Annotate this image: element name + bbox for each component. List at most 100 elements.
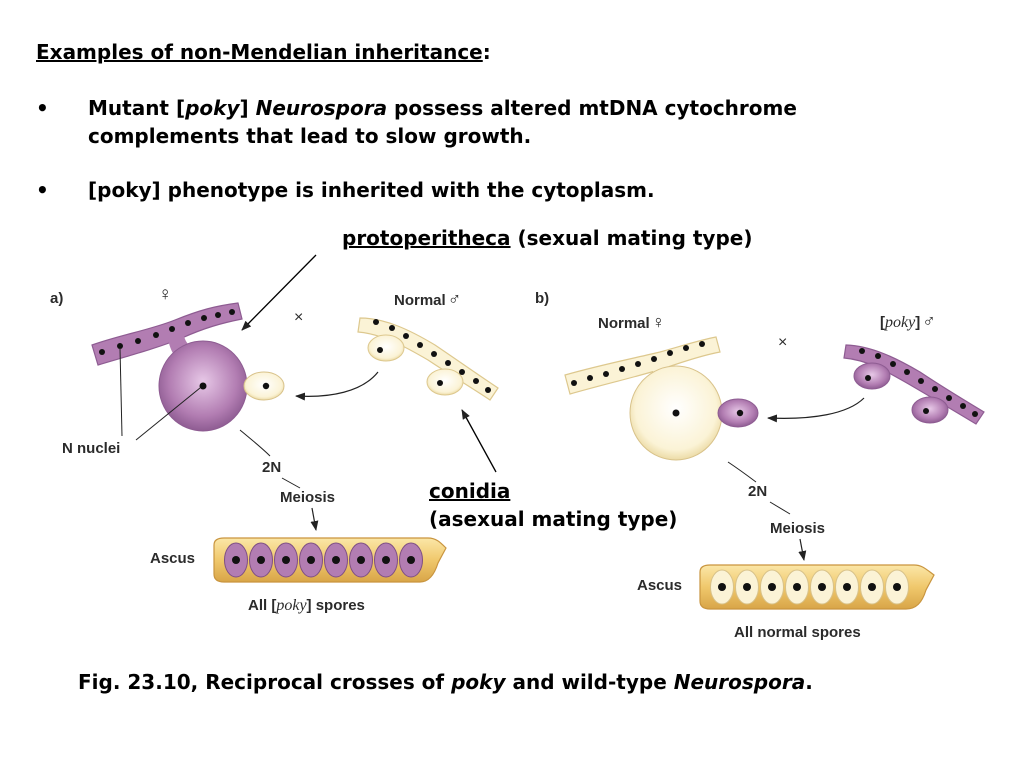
bullet-1-part: possess altered mtDNA cytochrome complem… (88, 96, 797, 148)
nucleus (417, 342, 423, 348)
nucleus (445, 360, 451, 366)
ploidy-label: 2N (262, 459, 281, 476)
protoperitheca-arrow (241, 254, 317, 331)
nucleus (373, 319, 379, 325)
conidia-callout: conidia (asexual mating type) (429, 477, 677, 533)
flow-line (281, 477, 301, 489)
poky-spores (224, 542, 423, 578)
nucleus (473, 378, 479, 384)
nucleus (865, 375, 871, 381)
male-poky-label: [poky]♂ (880, 311, 936, 331)
conidia-arrow (461, 409, 497, 473)
nucleus (667, 350, 673, 356)
nucleus (932, 386, 938, 392)
spore-nucleus (893, 583, 901, 591)
nucleus (875, 353, 881, 359)
spore-nucleus (793, 583, 801, 591)
nucleus (651, 356, 657, 362)
nucleus (403, 333, 409, 339)
nucleus (199, 382, 207, 390)
female-normal-label: Normal♀ (598, 312, 665, 332)
meiosis-label: Meiosis (770, 520, 825, 537)
nucleus (389, 325, 395, 331)
nucleus (99, 349, 105, 355)
cross-symbol: × (778, 334, 787, 351)
ascus-label: Ascus (637, 577, 682, 594)
panel-a-label: a) (50, 290, 63, 307)
protoperitheca-label: protoperitheca (342, 226, 511, 250)
nucleus (736, 409, 744, 417)
bullet-1-poky: poky (185, 96, 240, 120)
spore-nucleus (332, 556, 340, 564)
bullet-2-text: [poky] phenotype is inherited with the c… (88, 178, 655, 202)
ploidy-label: 2N (748, 483, 767, 500)
pointer-line (119, 347, 123, 437)
normal-spores (710, 569, 909, 605)
bullet-1-part: Mutant [ (88, 96, 186, 120)
bullet-1-part: ] (239, 96, 256, 120)
hypha-nuclei (859, 348, 978, 417)
nucleus (485, 387, 491, 393)
nucleus (215, 312, 221, 318)
spore-nucleus (357, 556, 365, 564)
nucleus (169, 326, 175, 332)
nucleus (185, 320, 191, 326)
nucleus (153, 332, 159, 338)
bullet-1-text: Mutant [poky] Neurospora possess altered… (88, 94, 928, 150)
figure-caption: Fig. 23.10, Reciprocal crosses of poky a… (78, 670, 813, 694)
male-normal-label: Normal♂ (394, 289, 461, 309)
conidium (367, 334, 405, 362)
hypha-nuclei (99, 309, 235, 355)
conidium (426, 368, 464, 396)
conidium (911, 396, 949, 424)
fertilization-arrow (295, 371, 379, 401)
conidia-label: conidia (429, 479, 511, 503)
hypha-nuclei (373, 319, 491, 393)
caption-part: . (805, 670, 813, 694)
nucleus (229, 309, 235, 315)
nucleus (859, 348, 865, 354)
fertilization-arrow (767, 397, 865, 423)
ascus-label: Ascus (150, 550, 195, 567)
bullet-marker: • (36, 96, 49, 120)
spore-nucleus (768, 583, 776, 591)
nucleus (587, 375, 593, 381)
nucleus (437, 380, 443, 386)
meiosis-label: Meiosis (280, 489, 335, 506)
flow-line (239, 429, 271, 457)
nucleus (972, 411, 978, 417)
spore-nucleus (382, 556, 390, 564)
caption-part: Fig. 23.10, Reciprocal crosses of (78, 670, 452, 694)
flow-line (769, 501, 791, 515)
nucleus (431, 351, 437, 357)
caption-neurospora: Neurospora (673, 670, 806, 694)
nucleus (377, 347, 383, 353)
spore-nucleus (407, 556, 415, 564)
spore-nucleus (282, 556, 290, 564)
spore-nucleus (718, 583, 726, 591)
spore-nucleus (307, 556, 315, 564)
nucleus (135, 338, 141, 344)
spore-nucleus (232, 556, 240, 564)
nucleus (603, 371, 609, 377)
heading-text: Examples of non-Mendelian inheritance (36, 40, 483, 64)
nucleus (459, 369, 465, 375)
bullet-marker: • (36, 178, 49, 202)
nucleus (890, 361, 896, 367)
meiosis-arrow (798, 538, 807, 561)
panel-b-label: b) (535, 290, 549, 307)
spore-nucleus (743, 583, 751, 591)
nucleus (699, 341, 705, 347)
cross-symbol: × (294, 309, 303, 326)
caption-part: and wild-type (505, 670, 674, 694)
nucleus (683, 345, 689, 351)
conidia-note: (asexual mating type) (429, 507, 678, 531)
nucleus (635, 361, 641, 367)
slide-heading: Examples of non-Mendelian inheritance: (36, 40, 491, 64)
heading-colon: : (482, 40, 491, 64)
nucleus (946, 395, 952, 401)
pointer-line (135, 387, 201, 441)
nucleus (619, 366, 625, 372)
nucleus (117, 343, 123, 349)
